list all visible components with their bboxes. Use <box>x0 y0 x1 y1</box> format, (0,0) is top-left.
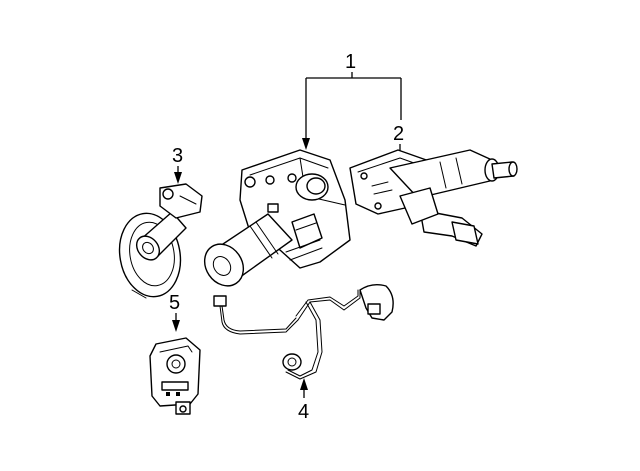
clock-spring-drawing <box>149 337 201 415</box>
callout-4-label: 4 <box>298 401 309 423</box>
callout-5-label: 5 <box>169 292 180 314</box>
callout-1: 1 <box>302 51 402 150</box>
callout-3-arrow <box>174 172 182 184</box>
callout-2-label: 2 <box>393 123 404 145</box>
callout-1-leader <box>305 72 402 140</box>
callout-1-label: 1 <box>345 51 356 73</box>
callout-3: 3 <box>172 145 183 184</box>
callout-5-arrow <box>172 320 180 332</box>
callout-4-arrow <box>300 378 308 390</box>
callout-5: 5 <box>169 292 180 332</box>
wiring-harness-drawing <box>213 283 394 380</box>
callout-3-label: 3 <box>172 145 183 167</box>
column-motor-assembly-drawing <box>203 149 351 287</box>
ignition-switch-drawing <box>118 183 203 299</box>
steering-column-drawing <box>349 149 518 247</box>
callout-4: 4 <box>298 378 309 423</box>
callout-1-arrow <box>302 138 310 150</box>
